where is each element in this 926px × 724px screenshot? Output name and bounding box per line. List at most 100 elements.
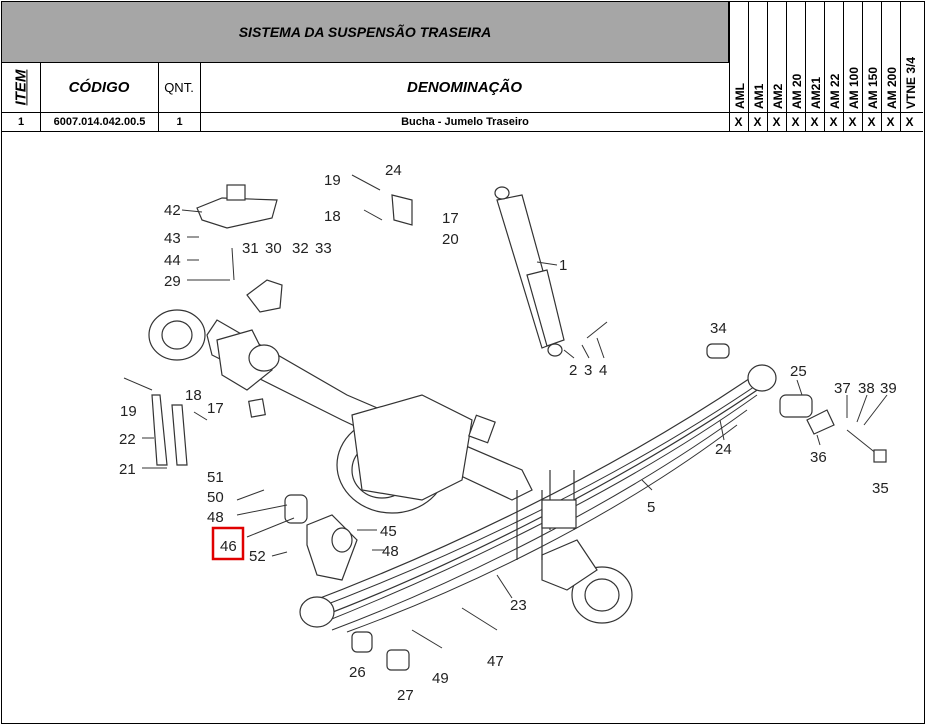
callout-49: 49 [432,670,449,687]
callout-26: 26 [349,664,366,681]
callout-48-right: 48 [382,543,399,560]
model-col-am150: AM 150 [865,66,880,109]
lock-plate [806,409,835,435]
bushing-27 [386,649,410,671]
callout-20: 20 [442,231,459,248]
callout-32: 32 [292,240,309,257]
callout-38: 38 [858,380,875,397]
callout-1: 1 [559,257,567,274]
row-mark-am21: X [810,115,819,129]
callout-19-top: 19 [324,172,341,189]
row-mark-am22: X [829,115,838,129]
callout-24-top: 24 [385,162,402,179]
selected-part-highlight [211,526,245,561]
callout-30: 30 [265,240,282,257]
callout-18-left: 18 [185,387,202,404]
row-mark-aml: X [734,115,743,129]
callout-17-left: 17 [207,400,224,417]
callout-21: 21 [119,461,136,478]
callout-24-right: 24 [715,441,732,458]
row-qnt: 1 [176,116,183,128]
callout-50: 50 [207,489,224,506]
model-col-am100: AM 100 [846,66,861,109]
bolt-49 [411,629,443,649]
right-hub [541,539,633,624]
callout-39: 39 [880,380,897,397]
row-mark-am2: X [772,115,781,129]
u-bolt-clamp [516,470,577,560]
col-qnt-header: QNT. [164,79,194,95]
callout-31: 31 [242,240,259,257]
callout-18-top: 18 [324,208,341,225]
row-mark-am1: X [753,115,762,129]
eye-bushing [779,394,813,418]
callout-43: 43 [164,230,181,247]
row-mark-vtne34: X [905,115,914,129]
model-col-am20: AM 20 [789,73,804,109]
leaf-spring [299,364,777,633]
pin-head [873,449,887,463]
callout-37: 37 [834,380,851,397]
left-hub [148,309,280,418]
torque-bracket [151,394,188,466]
model-col-am22: AM 22 [827,73,842,109]
model-col-vtne34: VTNE 3/4 [903,56,918,109]
pin-34 [706,343,730,359]
callout-22: 22 [119,431,136,448]
row-mark-am100: X [848,115,857,129]
shackle-bushing [284,494,308,524]
rear-shackle [306,514,358,581]
pin-18-left [193,411,208,421]
callout-27: 27 [397,687,414,704]
col-denominacao-header: DENOMINAÇÃO [407,78,522,96]
bracket-24-top [391,194,413,226]
row-mark-am20: X [791,115,800,129]
callout-42: 42 [164,202,181,219]
callout-46: 46 [220,538,237,555]
bracket-plate [196,184,278,229]
callout-5: 5 [647,499,655,516]
callout-3: 3 [584,362,592,379]
model-col-am200: AM 200 [884,66,899,109]
callout-2: 2 [569,362,577,379]
bolt-47 [461,607,498,631]
callout-47: 47 [487,653,504,670]
row-mark-am200: X [886,115,895,129]
page-title: SISTEMA DA SUSPENSÃO TRASEIRA [2,2,729,63]
spring-mount [246,279,283,313]
row-denominacao: Bucha - Jumelo Traseiro [401,116,529,128]
callout-44: 44 [164,252,181,269]
bolt-4 [586,321,608,339]
callout-51: 51 [207,469,224,486]
callout-52: 52 [249,548,266,565]
row-item: 1 [17,116,25,128]
callout-35: 35 [872,480,889,497]
model-col-am1: AM1 [751,83,766,109]
row-mark-am150: X [867,115,876,129]
leader-lines [142,209,888,599]
callout-29: 29 [164,273,181,290]
model-col-aml: AML [732,83,747,109]
bolt-19-top [351,174,381,191]
callout-36: 36 [810,449,827,466]
bushing-26 [351,631,373,653]
callout-17-top: 17 [442,210,459,227]
bolt-29 [231,247,235,281]
suspension-exploded-diagram: 1 2 3 4 5 19 24 18 17 20 42 43 44 29 31 … [119,162,897,704]
callout-45: 45 [380,523,397,540]
pin-18-top [363,209,383,221]
shock-absorber [494,186,565,357]
row-codigo: 6007.014.042.00.5 [53,116,146,128]
callout-48-left: 48 [207,509,224,526]
model-col-am2: AM2 [770,83,785,109]
callout-4: 4 [599,362,607,379]
model-col-am21: AM21 [808,76,823,109]
axle-housing [206,319,533,514]
col-codigo-header: CÓDIGO [68,78,130,96]
callout-23: 23 [510,597,527,614]
callout-34: 34 [710,320,727,337]
bolt-19-left [123,377,153,391]
col-item-header: ITEM [12,69,30,105]
callout-33: 33 [315,240,332,257]
callout-19-left: 19 [120,403,137,420]
